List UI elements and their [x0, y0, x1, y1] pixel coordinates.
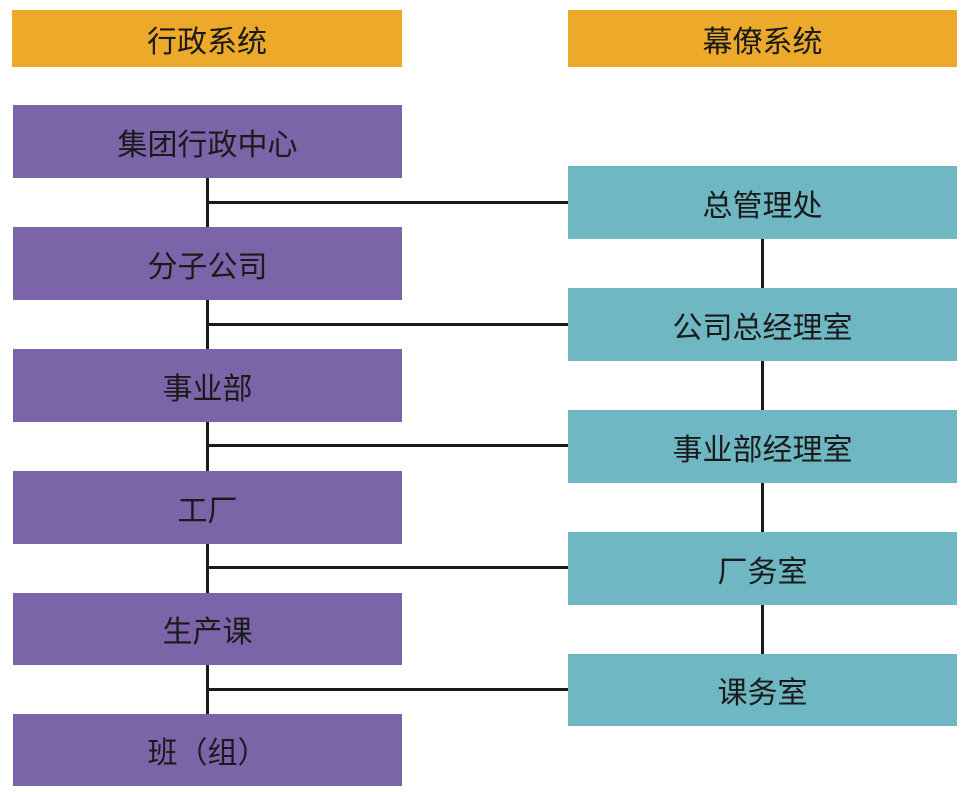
- staff-node-section-affairs-office: 课务室: [568, 654, 957, 726]
- admin-node-team: 班（组）: [13, 714, 402, 786]
- link-connector-1: [206, 201, 568, 204]
- admin-node-business-unit: 事业部: [13, 349, 402, 422]
- admin-node-production-section: 生产课: [13, 593, 402, 665]
- staff-node-company-gm-office: 公司总经理室: [568, 288, 957, 361]
- link-connector-3: [206, 444, 568, 447]
- staff-connector-3: [761, 483, 764, 532]
- staff-connector-2: [761, 361, 764, 410]
- staff-system-header: 幕僚系统: [568, 10, 957, 67]
- link-connector-5: [206, 688, 568, 691]
- link-connector-2: [206, 323, 568, 326]
- staff-node-factory-affairs-office: 厂务室: [568, 532, 957, 605]
- admin-node-group-admin-center: 集团行政中心: [13, 105, 402, 178]
- link-connector-4: [206, 566, 568, 569]
- staff-node-bu-manager-office: 事业部经理室: [568, 410, 957, 483]
- admin-node-subsidiary: 分子公司: [13, 227, 402, 300]
- staff-node-general-management: 总管理处: [568, 166, 957, 239]
- admin-system-header: 行政系统: [12, 10, 402, 67]
- staff-connector-1: [761, 239, 764, 288]
- admin-node-factory: 工厂: [13, 471, 402, 544]
- staff-connector-4: [761, 605, 764, 654]
